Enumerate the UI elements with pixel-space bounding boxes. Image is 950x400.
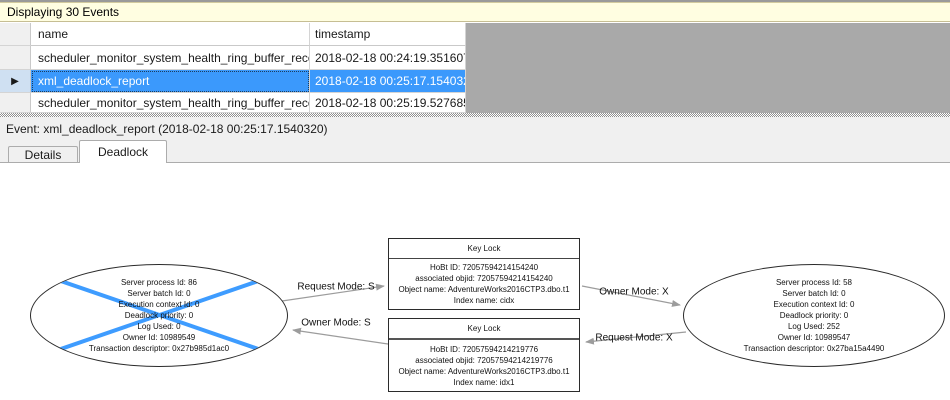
resource-attr: Index name: cidx <box>453 296 515 305</box>
cell-name[interactable]: xml_deadlock_report <box>31 70 310 93</box>
resource-attr: Index name: idx1 <box>453 378 515 387</box>
table-row[interactable]: scheduler_monitor_system_health_ring_buf… <box>0 46 466 70</box>
row-header-cell[interactable]: ▶ <box>0 70 31 93</box>
event-detail-bar: Event: xml_deadlock_report (2018-02-18 0… <box>0 117 950 140</box>
tab-details[interactable]: Details <box>8 146 78 162</box>
cell-name[interactable]: scheduler_monitor_system_health_ring_buf… <box>31 46 310 70</box>
current-row-marker-icon: ▶ <box>11 75 19 87</box>
process-attr: Server process Id: 86 <box>120 278 198 287</box>
column-header-timestamp[interactable]: timestamp <box>310 23 466 46</box>
process-attr: Server process Id: 58 <box>775 278 853 287</box>
events-grid: name timestamp scheduler_monitor_system_… <box>0 23 950 113</box>
process-attr: Execution context Id: 0 <box>118 300 200 309</box>
grid-corner-cell[interactable] <box>0 23 31 46</box>
row-header-cell[interactable] <box>0 93 31 113</box>
process-attr: Server batch Id: 0 <box>782 289 846 298</box>
resource-title: Key Lock <box>389 319 579 340</box>
edge-label-owner-x: Owner Mode: X <box>599 286 669 298</box>
row-header-cell[interactable] <box>0 46 31 70</box>
table-row-selected[interactable]: ▶ xml_deadlock_report 2018-02-18 00:25:1… <box>0 70 466 93</box>
column-header-name[interactable]: name <box>31 23 310 46</box>
top-divider <box>0 0 950 2</box>
process-attr: Log Used: 0 <box>137 322 181 331</box>
resource-attr: Object name: AdventureWorks2016CTP3.dbo.… <box>398 285 570 294</box>
tab-deadlock[interactable]: Deadlock <box>79 140 167 163</box>
edge-label-request-x: Request Mode: X <box>595 332 673 344</box>
events-count-bar: Displaying 30 Events <box>0 3 950 22</box>
process-attr: Transaction descriptor: 0x27b985d1ac0 <box>88 344 230 353</box>
process-attr: Transaction descriptor: 0x27ba15a4490 <box>743 344 885 353</box>
process-attr: Deadlock priority: 0 <box>124 311 194 320</box>
process-node-victim[interactable]: Server process Id: 86 Server batch Id: 0… <box>30 264 288 367</box>
cell-timestamp[interactable]: 2018-02-18 00:25:19.5276859 <box>310 93 466 113</box>
resource-title: Key Lock <box>389 239 579 259</box>
resource-attr: Object name: AdventureWorks2016CTP3.dbo.… <box>398 367 570 376</box>
edge-label-request-s: Request Mode: S <box>297 281 375 293</box>
process-attr: Log Used: 252 <box>787 322 841 331</box>
process-attr: Owner Id: 10989549 <box>122 333 196 342</box>
cell-name[interactable]: scheduler_monitor_system_health_ring_buf… <box>31 93 310 113</box>
edge-label-owner-s: Owner Mode: S <box>301 317 371 329</box>
process-attr: Server batch Id: 0 <box>127 289 191 298</box>
cell-timestamp[interactable]: 2018-02-18 00:25:17.1540320 <box>310 70 466 93</box>
resource-attr: associated objid: 72057594214219776 <box>415 356 553 365</box>
resource-node-keylock-idx1[interactable]: Key Lock HoBt ID: 72057594214219776 asso… <box>388 318 580 392</box>
cell-timestamp[interactable]: 2018-02-18 00:24:19.3516078 <box>310 46 466 70</box>
event-detail-label: Event: xml_deadlock_report (2018-02-18 0… <box>6 121 328 136</box>
resource-attr: HoBt ID: 72057594214154240 <box>429 263 539 272</box>
process-attr: Owner Id: 10989547 <box>777 333 851 342</box>
tab-strip <box>0 140 950 162</box>
process-attr: Deadlock priority: 0 <box>779 311 849 320</box>
table-row[interactable]: scheduler_monitor_system_health_ring_buf… <box>0 93 466 113</box>
process-node[interactable]: Server process Id: 58 Server batch Id: 0… <box>683 264 945 367</box>
resource-node-keylock-cidx[interactable]: Key Lock HoBt ID: 72057594214154240 asso… <box>388 238 580 310</box>
splitter-handle[interactable] <box>0 113 950 117</box>
resource-attr: HoBt ID: 72057594214219776 <box>429 345 539 354</box>
grid-header-row: name timestamp <box>0 23 466 46</box>
events-count-label: Displaying 30 Events <box>7 5 120 19</box>
resource-attr: associated objid: 72057594214154240 <box>415 274 553 283</box>
top-divider-accent <box>0 2 950 3</box>
process-attr: Execution context Id: 0 <box>773 300 855 309</box>
